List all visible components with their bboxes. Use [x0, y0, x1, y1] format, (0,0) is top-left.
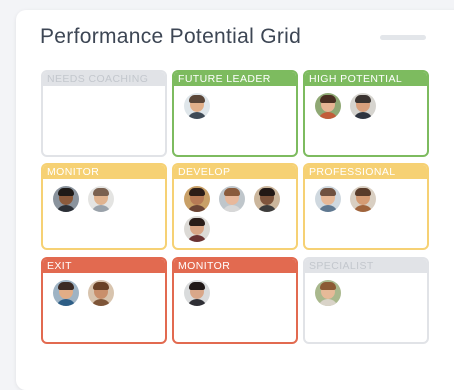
employee-avatar[interactable] [350, 93, 376, 119]
employee-avatar[interactable] [53, 280, 79, 306]
employee-avatar[interactable] [53, 186, 79, 212]
employee-avatar[interactable] [350, 186, 376, 212]
grid-cell-high-potential[interactable]: HIGH POTENTIAL [303, 70, 429, 157]
cell-header-label: SPECIALIST [305, 259, 427, 273]
card-menu-handle[interactable] [380, 35, 426, 40]
grid-cell-professional[interactable]: PROFESSIONAL [303, 163, 429, 250]
employee-avatar[interactable] [184, 216, 210, 242]
cell-header-label: MONITOR [174, 259, 296, 273]
employee-avatar[interactable] [315, 186, 341, 212]
employee-avatar[interactable] [184, 93, 210, 119]
employee-avatar[interactable] [184, 280, 210, 306]
page-title: Performance Potential Grid [40, 25, 302, 48]
cell-header-label: MONITOR [43, 165, 165, 179]
grid-cell-exit[interactable]: EXIT [41, 257, 167, 344]
employee-avatar[interactable] [219, 186, 245, 212]
employee-avatar[interactable] [315, 280, 341, 306]
grid-cell-future-leader[interactable]: FUTURE LEADER [172, 70, 298, 157]
grid-cell-monitor[interactable]: MONITOR [41, 163, 167, 250]
employee-avatar[interactable] [88, 186, 114, 212]
cell-header-label: EXIT [43, 259, 165, 273]
cell-header-label: PROFESSIONAL [305, 165, 427, 179]
grid-cell-needs-coaching[interactable]: NEEDS COACHING [41, 70, 167, 157]
cell-header-label: NEEDS COACHING [43, 72, 165, 86]
employee-avatar[interactable] [254, 186, 280, 212]
employee-avatar[interactable] [184, 186, 210, 212]
employee-avatar[interactable] [315, 93, 341, 119]
grid-cell-specialist[interactable]: SPECIALIST [303, 257, 429, 344]
cell-header-label: DEVELOP [174, 165, 296, 179]
cell-header-label: FUTURE LEADER [174, 72, 296, 86]
cell-header-label: HIGH POTENTIAL [305, 72, 427, 86]
grid-cell-monitor[interactable]: MONITOR [172, 257, 298, 344]
grid-cell-develop[interactable]: DEVELOP [172, 163, 298, 250]
employee-avatar[interactable] [88, 280, 114, 306]
